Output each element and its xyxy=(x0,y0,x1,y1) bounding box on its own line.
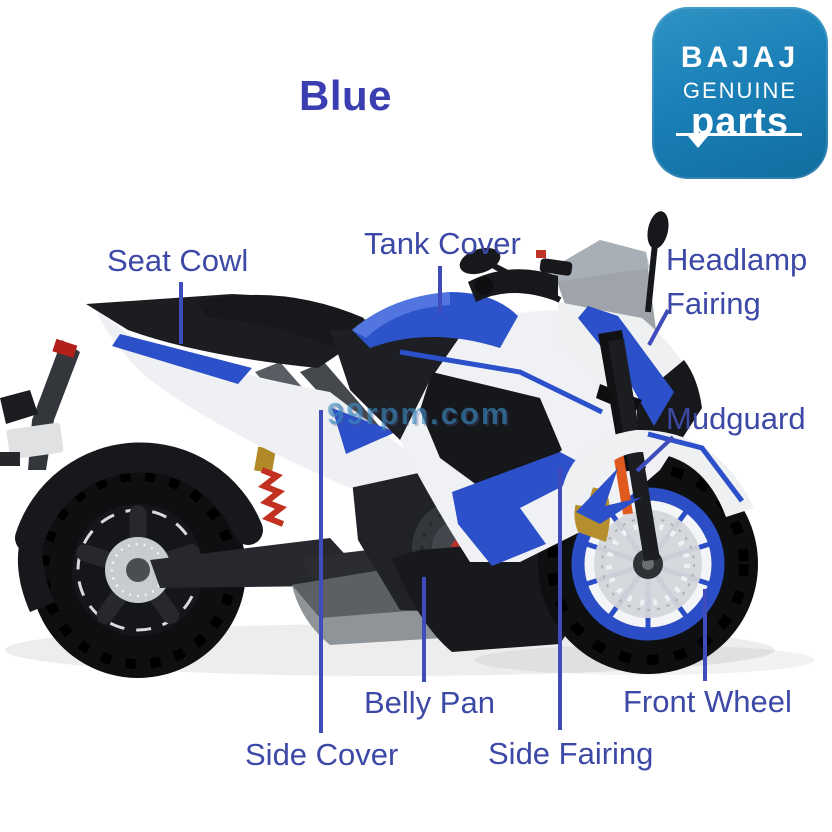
rear-hugger xyxy=(15,442,263,553)
label-belly-pan: Belly Pan xyxy=(364,685,495,720)
leader-line-headlamp-fairing xyxy=(647,309,670,346)
watermark: 99rpm.com xyxy=(327,396,511,431)
leader-line-mudguard xyxy=(635,435,675,473)
logo-genuine-text: GENUINE xyxy=(682,78,798,103)
label-seat-cowl: Seat Cowl xyxy=(107,243,249,278)
bajaj-genuine-parts-badge: BAJAJ GENUINE parts xyxy=(652,7,828,179)
rear-shock xyxy=(254,446,288,527)
swingarm xyxy=(150,538,352,588)
label-mudguard: Mudguard xyxy=(666,401,806,436)
logo-down-arrow-icon xyxy=(688,136,708,148)
page-title: Blue xyxy=(299,72,393,119)
part-mudguard xyxy=(560,429,754,524)
licence-bracket xyxy=(0,340,80,470)
logo-parts-text: parts xyxy=(691,101,789,143)
label-side-fairing: Side Fairing xyxy=(488,736,654,771)
label-headlamp-fairing: Headlamp Fairing xyxy=(666,242,808,321)
label-side-cover: Side Cover xyxy=(245,737,399,772)
label-front-wheel: Front Wheel xyxy=(623,684,792,719)
part-tank-cover xyxy=(352,292,518,348)
label-tank-cover: Tank Cover xyxy=(364,226,521,261)
logo-underline xyxy=(676,133,802,136)
handlebar xyxy=(468,250,573,302)
logo-brand-text: BAJAJ xyxy=(680,41,800,74)
seat xyxy=(196,294,364,346)
